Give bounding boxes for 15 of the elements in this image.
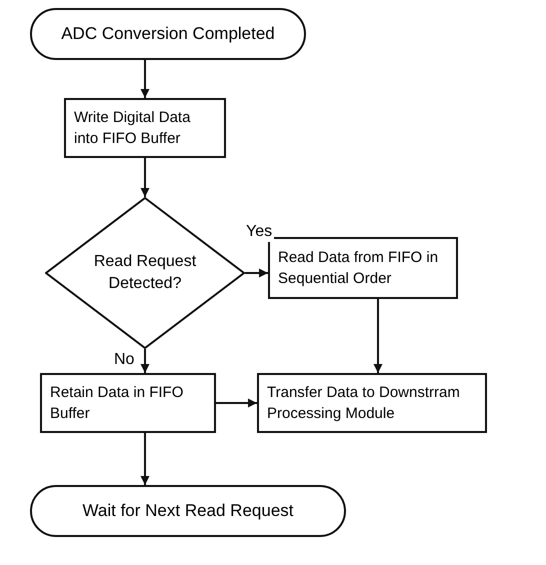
arrow xyxy=(245,268,268,278)
decision-diamond: Read Request Detected? xyxy=(45,197,245,349)
arrow xyxy=(216,398,257,408)
process-box: Read Data from FIFO in Sequential Order xyxy=(268,237,458,299)
arrow xyxy=(140,60,150,98)
process-box: Transfer Data to Downstrram Processing Module xyxy=(257,373,487,433)
terminal-node: ADC Conversion Completed xyxy=(30,8,306,60)
terminal-node: Wait for Next Read Request xyxy=(30,485,346,537)
process-box: Retain Data in FIFO Buffer xyxy=(40,373,216,433)
process-box: Write Digital Data into FIFO Buffer xyxy=(64,98,226,158)
edge-label: Yes xyxy=(244,222,274,242)
arrow xyxy=(374,299,382,373)
arrow xyxy=(140,349,150,373)
arrow xyxy=(140,433,150,485)
arrow xyxy=(140,158,150,197)
